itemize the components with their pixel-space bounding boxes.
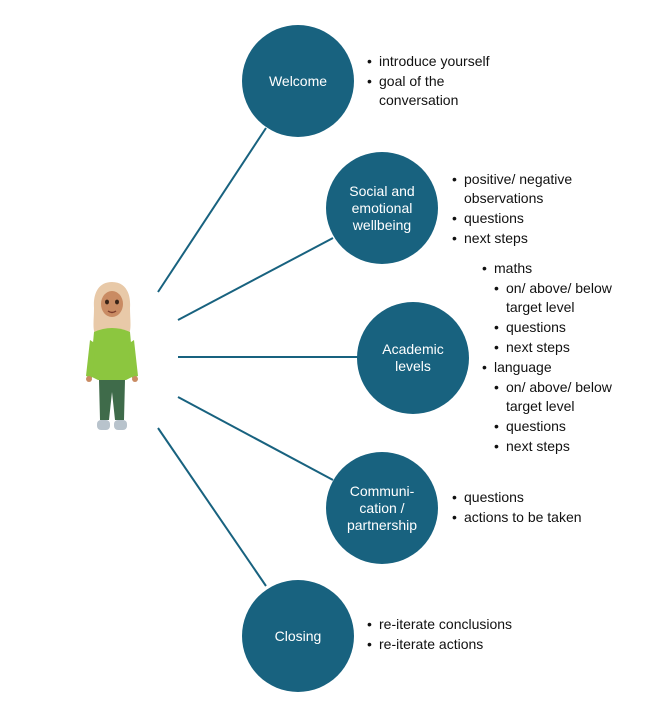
connector-communication — [177, 396, 334, 481]
academic-language-sub-3: next steps — [494, 437, 642, 456]
social-wellbeing-label: Social and emotional wellbeing — [349, 182, 415, 233]
academic-maths-sub-2: questions — [494, 318, 642, 337]
academic-language-sub-1: on/ above/ below target level — [494, 378, 642, 416]
closing-bullets: re-iterate conclusions re-iterate action… — [367, 615, 557, 655]
academic-maths-sub-3: next steps — [494, 338, 642, 357]
connector-closing — [157, 427, 267, 587]
closing-bullet-2: re-iterate actions — [367, 635, 557, 654]
closing-node: Closing — [242, 580, 354, 692]
student-avatar-icon — [86, 282, 138, 430]
academic-maths: maths — [482, 259, 642, 278]
communication-node: Communi- cation / partnership — [326, 452, 438, 564]
closing-bullet-1: re-iterate conclusions — [367, 615, 557, 634]
connector-welcome — [157, 127, 267, 293]
communication-bullet-2: actions to be taken — [452, 508, 632, 527]
academic-language: language — [482, 358, 642, 377]
social-bullet-1: positive/ negative observations — [452, 170, 612, 208]
academic-levels-bullets: maths on/ above/ below target level ques… — [482, 259, 642, 457]
welcome-bullet-2: goal of the conversation — [367, 72, 527, 110]
closing-label: Closing — [274, 627, 322, 644]
communication-bullet-1: questions — [452, 488, 632, 507]
academic-levels-label: Academic levels — [382, 341, 444, 374]
social-wellbeing-bullets: positive/ negative observations question… — [452, 170, 612, 249]
welcome-node: Welcome — [242, 25, 354, 137]
social-wellbeing-node: Social and emotional wellbeing — [326, 152, 438, 264]
academic-levels-node: Academic levels — [357, 302, 469, 414]
welcome-label: Welcome — [268, 72, 328, 89]
communication-label: Communi- cation / partnership — [346, 482, 418, 533]
social-bullet-3: next steps — [452, 229, 612, 248]
welcome-bullet-1: introduce yourself — [367, 52, 527, 71]
academic-maths-sub-1: on/ above/ below target level — [494, 279, 642, 317]
welcome-bullets: introduce yourself goal of the conversat… — [367, 52, 527, 111]
social-bullet-2: questions — [452, 209, 612, 228]
academic-language-sub-2: questions — [494, 417, 642, 436]
connector-social — [177, 237, 334, 321]
communication-bullets: questions actions to be taken — [452, 488, 632, 528]
